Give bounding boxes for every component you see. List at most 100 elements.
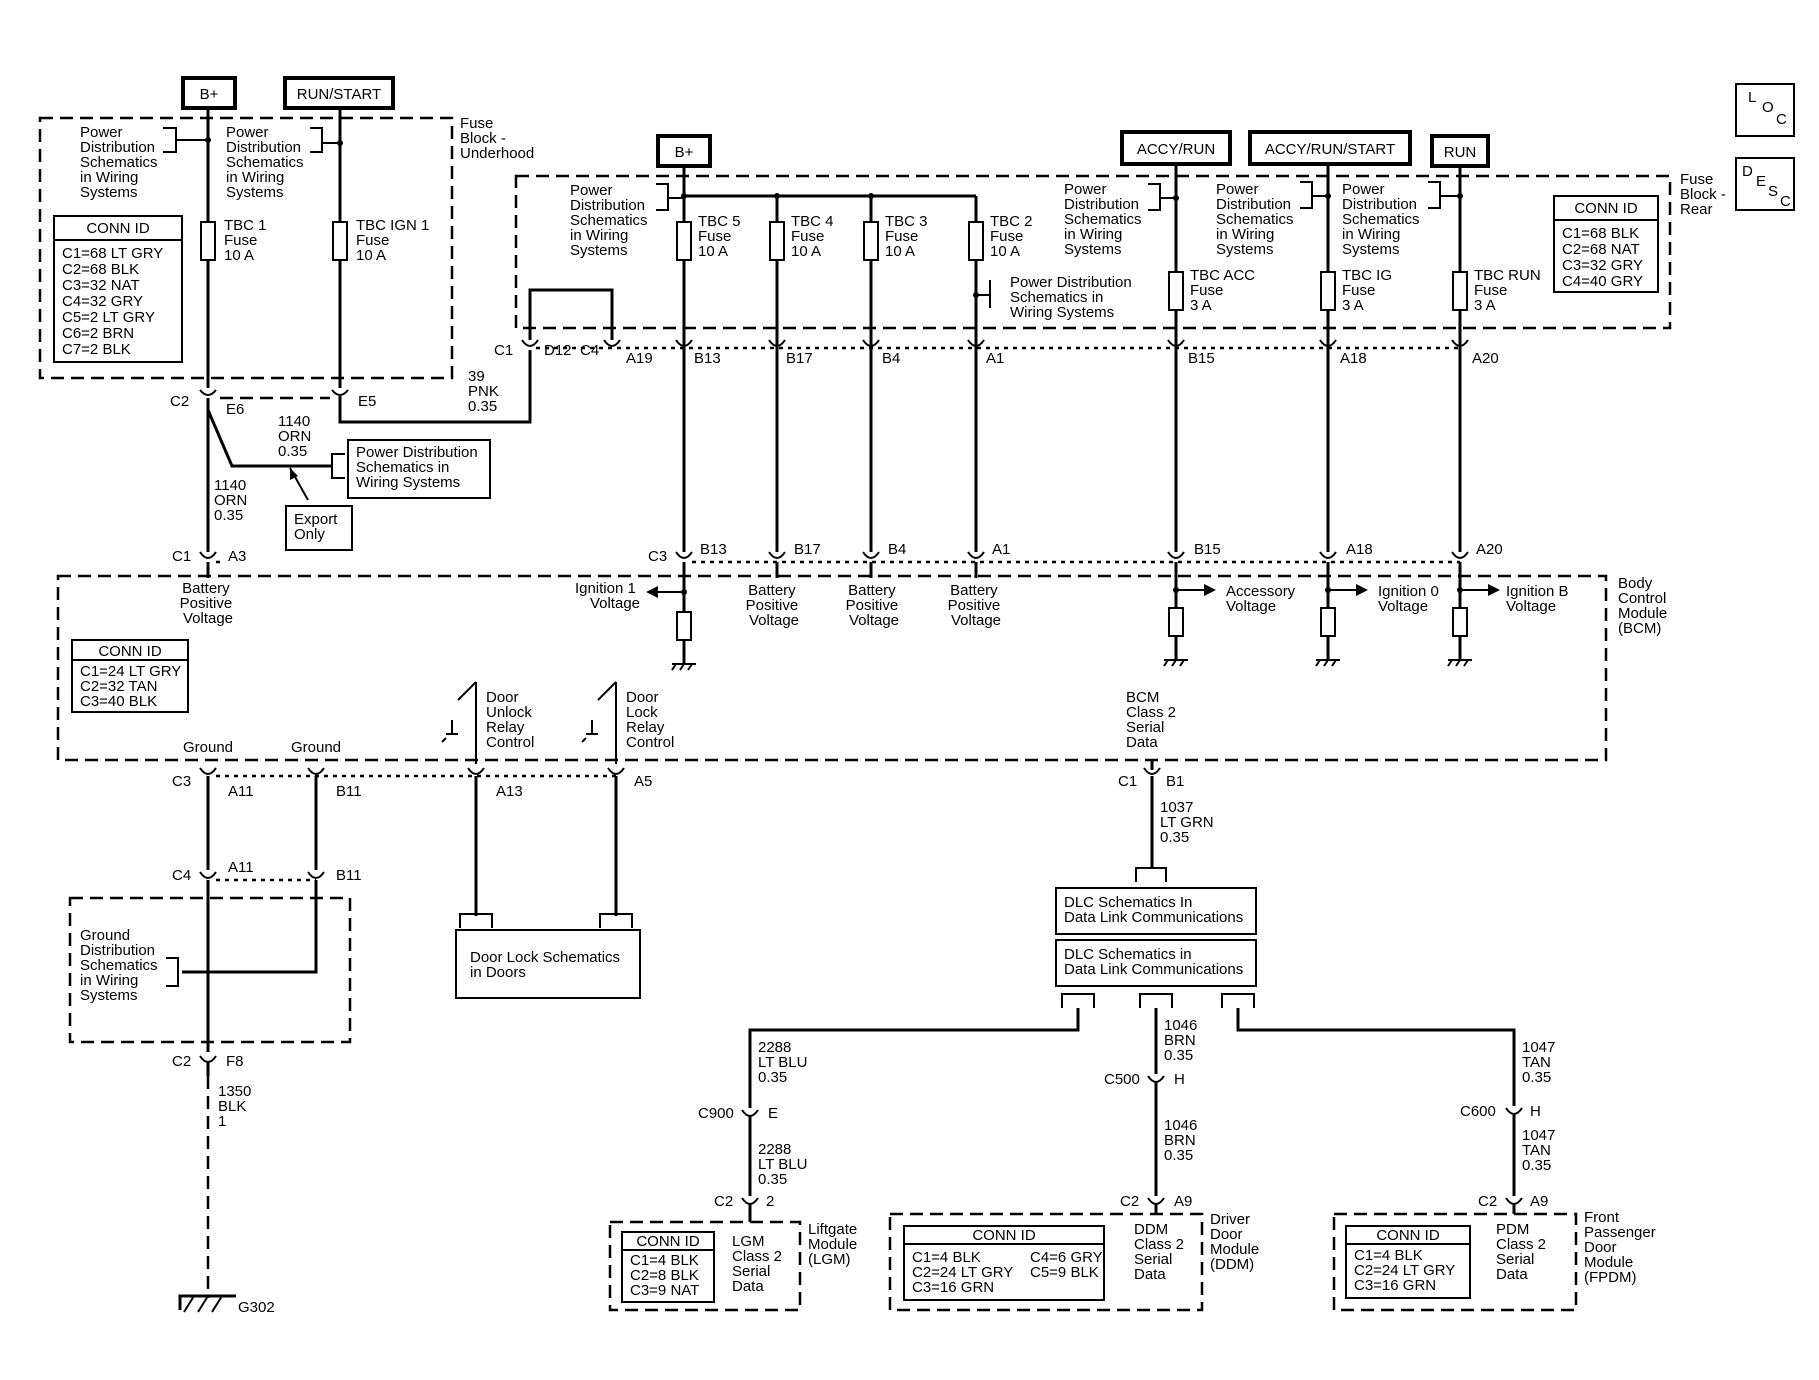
conn-label: C1 [494,342,513,359]
conn-label: B4 [882,350,900,367]
conn-label: B13 [700,541,727,558]
svg-text:CONN ID: CONN ID [98,643,162,660]
svg-text:B+: B+ [675,144,694,161]
pd-ref-rear-1: Power Distribution Schematics in Wiring … [570,182,652,259]
conn-label: A11 [228,783,254,800]
fuse-tbc-acc [1168,271,1184,311]
svg-text:C3=9 NAT: C3=9 NAT [630,1282,699,1299]
wire-1140-label-a: 1140 ORN 0.35 [278,413,316,460]
fuse-block-underhood-outline [38,116,454,380]
svg-text:C3=16 GRN: C3=16 GRN [1354,1277,1436,1294]
conn-label: D12 [544,342,572,359]
svg-text:CONN ID: CONN ID [86,220,150,237]
conn-label: C2 [172,1053,191,1070]
svg-text:DLC Schematics In Data L: DLC Schematics In Data Link Communicatio… [1064,894,1243,926]
fuse-tbc2-label: TBC 2 Fuse 10 A [990,213,1037,260]
svg-text:C3=40 BLK: C3=40 BLK [80,693,157,710]
svg-text:C: C [1780,193,1791,210]
conn-label: B13 [694,350,721,367]
conn-label: C2 [1478,1193,1497,1210]
svg-text:RUN: RUN [1444,144,1477,161]
pd-ref-export: Power Distribution Schematics in Wiring … [347,439,491,499]
bcm-output-ground-2: Ground [291,739,341,756]
svg-text:D: D [1742,163,1753,180]
bcm-input-bpv1: Battery Positive Voltage [180,580,237,627]
conn-label: B4 [888,541,906,558]
conn-label: C2 [1120,1193,1139,1210]
fpdm-module-outline [1332,1212,1578,1312]
bcm-output-connectors [199,767,1161,775]
svg-text:C5=9 BLK: C5=9 BLK [1030,1264,1099,1281]
svg-text:C2=24 LT GRY: C2=24 LT GRY [1354,1262,1455,1279]
fuse-block-rear-label: Fuse Block - Rear [1680,171,1730,218]
bcm-input-bpv4: Battery Positive Voltage [948,582,1005,629]
bcm-input-ign1: Ignition 1 Voltage [575,580,640,612]
conn-label: C900 [698,1105,734,1122]
ground-distribution-ref: Ground Distribution Schematics in Wiring… [80,927,162,1004]
svg-text:L: L [1748,89,1756,106]
fuse-tbc4 [769,221,785,261]
svg-text:C4=40 GRY: C4=40 GRY [1562,273,1643,290]
conn-label: A9 [1174,1193,1192,1210]
conn-id-table-lgm: CONN ID C1=4 BLK C2=8 BLK C3=9 NAT [621,1231,715,1303]
wire-1047-label-a: 1047 TAN 0.35 [1522,1039,1560,1086]
conn-id-table-bcm: CONN ID C1=24 LT GRY C2=32 TAN C3=40 BLK [71,639,189,713]
ddm-module-outline [888,1212,1204,1312]
svg-text:C2=68 BLK: C2=68 BLK [62,261,139,278]
fuse-tbc-ign1-label: TBC IGN 1 Fuse 10 A [356,217,434,264]
svg-text:C1=68 LT GRY: C1=68 LT GRY [62,245,163,262]
conn-label: H [1174,1071,1185,1088]
conn-label: C1 [1118,773,1137,790]
svg-text:B+: B+ [200,86,219,103]
bcm-input-bpv3: Battery Positive Voltage [846,582,903,629]
svg-text:C5=2 LT GRY: C5=2 LT GRY [62,309,155,326]
fuse-tbc-run-label: TBC RUN Fuse 3 A [1474,267,1545,314]
conn-label: C1 [172,548,191,565]
svg-text:C2=32 TAN: C2=32 TAN [80,678,157,695]
conn-label: A9 [1530,1193,1548,1210]
lgm-signal-label: LGM Class 2 Serial Data [732,1233,786,1295]
lgm-module-outline [608,1220,802,1312]
svg-text:Door Lock Schematics in: Door Lock Schematics in Doors [470,949,624,981]
conn-label: A18 [1346,541,1373,558]
conn-label: B17 [786,350,813,367]
pdm-signal-label: PDM Class 2 Serial Data [1496,1221,1550,1283]
svg-text:ACCY/RUN/START: ACCY/RUN/START [1265,141,1395,158]
svg-text:C1=24 LT GRY: C1=24 LT GRY [80,663,181,680]
export-only-note: Export Only [285,505,353,551]
svg-text:C2=68 NAT: C2=68 NAT [1562,241,1640,258]
svg-text:DLC Schematics in Data L: DLC Schematics in Data Link Communicatio… [1064,946,1243,978]
svg-text:O: O [1762,99,1774,116]
bcm-input-ign0: Ignition 0 Voltage [1378,583,1443,615]
conn-label: C3 [172,773,191,790]
bcm-outline [56,574,1608,762]
loc-icon[interactable]: L O C [1735,83,1795,137]
svg-text:C7=2 BLK: C7=2 BLK [62,341,131,358]
desc-icon[interactable]: D E S C [1735,157,1795,211]
bcm-input-bpv2: Battery Positive Voltage [746,582,803,629]
conn-id-table-underhood: CONN ID C1=68 LT GRY C2=68 BLK C3=32 NAT… [53,215,183,363]
svg-text:C3=32 GRY: C3=32 GRY [1562,257,1643,274]
wire-1350-label: 1350 BLK 1 [218,1083,256,1130]
svg-text:C3=16 GRN: C3=16 GRN [912,1279,994,1296]
conn-id-table-ddm: CONN ID C1=4 BLK C4=6 GRY C2=24 LT GRY C… [903,1225,1105,1301]
source-accy-run: ACCY/RUN [1120,130,1232,166]
conn-label: A19 [626,350,653,367]
pd-ref-tbc2: Power Distribution Schematics in Wiring … [1010,274,1136,321]
conn-label: C500 [1104,1071,1140,1088]
svg-text:Power Distribution Schem: Power Distribution Schematics in Wiring … [356,444,482,491]
conn-label: B15 [1188,350,1215,367]
conn-label: A3 [228,548,246,565]
svg-text:CONN ID: CONN ID [636,1233,700,1250]
dlc-ref-2: DLC Schematics in Data Link Communicatio… [1055,939,1257,987]
conn-label: C600 [1460,1103,1496,1120]
source-run-start: RUN/START [283,76,395,110]
ground-distribution-outline [68,896,352,1044]
ddm-signal-label: DDM Class 2 Serial Data [1134,1221,1188,1283]
fuse-tbc2 [968,221,984,261]
conn-id-table-rear: CONN ID C1=68 BLK C2=68 NAT C3=32 GRY C4… [1553,195,1659,293]
conn-label: A20 [1472,350,1499,367]
svg-text:E: E [1756,173,1766,190]
fuse-tbc1-label: TBC 1 Fuse 10 A [224,217,271,264]
